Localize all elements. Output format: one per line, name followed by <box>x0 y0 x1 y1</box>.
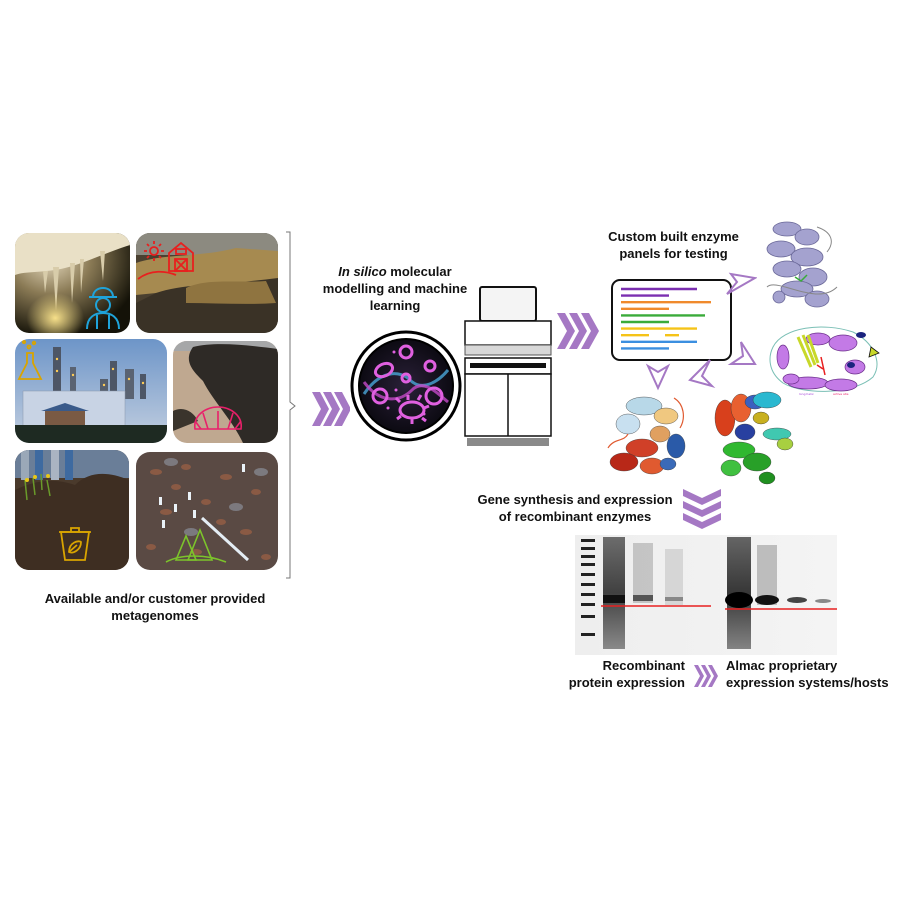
photo-compost <box>15 450 129 570</box>
photo-seaweed-beach <box>173 341 278 443</box>
gel-band <box>787 597 807 603</box>
gel-left-caption: Recombinant protein expression <box>568 658 685 690</box>
protein-structure-purple: long helix active site <box>769 326 880 396</box>
arrow-to-structure-4 <box>688 359 716 388</box>
microbe-dna-icon <box>350 330 462 442</box>
photo-farm-manure <box>136 233 278 333</box>
chevron-arrow-icon <box>694 665 718 687</box>
structure-label-long-helix: long helix <box>799 392 814 396</box>
protein-structure-rainbow-1 <box>607 396 686 475</box>
gel-band <box>725 592 753 608</box>
protein-structure-lavender <box>766 221 838 308</box>
gel-band <box>603 595 625 603</box>
lab-instrument-icon <box>464 286 552 446</box>
gel-band <box>755 595 779 605</box>
photo-cave <box>15 233 130 333</box>
arrow-to-structure-1 <box>726 272 757 295</box>
metagenomes-caption: Available and/or customer provided metag… <box>44 591 266 623</box>
forest-icon <box>165 527 227 563</box>
panels-title: Custom built enzyme panels for testing <box>608 229 739 261</box>
grouping-bracket <box>286 231 296 579</box>
synthesis-caption: Gene synthesis and expression of recombi… <box>477 492 673 524</box>
arrow-to-structure-2 <box>727 341 757 365</box>
chevron-down-icon <box>683 489 721 529</box>
chevron-arrow-icon <box>557 313 599 349</box>
photo-forest-floor <box>136 452 278 570</box>
arrow-to-structure-3 <box>645 363 671 391</box>
chevron-arrow-icon <box>312 392 350 426</box>
protein-structure-rainbow-2 <box>714 391 794 485</box>
photo-industrial-plant <box>15 339 167 443</box>
structure-label-active-site: active site <box>833 392 849 396</box>
gel-lane <box>633 543 653 603</box>
gel-lane <box>665 549 683 605</box>
panel-lines <box>621 287 711 350</box>
gel-band <box>815 599 831 603</box>
shell-icon <box>194 406 242 430</box>
flask-icon <box>17 339 43 380</box>
sds-page-gel <box>575 535 837 655</box>
gel-band <box>665 597 683 601</box>
barn-sun-icon <box>137 241 194 280</box>
gel-ladder <box>581 539 595 636</box>
gel-band <box>633 595 653 601</box>
compost-bin-icon <box>59 527 91 561</box>
gel-right-caption: Almac proprietary expression systems/hos… <box>726 658 889 690</box>
enzyme-panel-list <box>611 279 732 361</box>
modelling-title: In silico molecular modelling and machin… <box>322 264 468 313</box>
gel-lane <box>757 545 777 605</box>
worker-hardhat-icon <box>86 287 120 330</box>
gel-lane <box>603 537 625 649</box>
